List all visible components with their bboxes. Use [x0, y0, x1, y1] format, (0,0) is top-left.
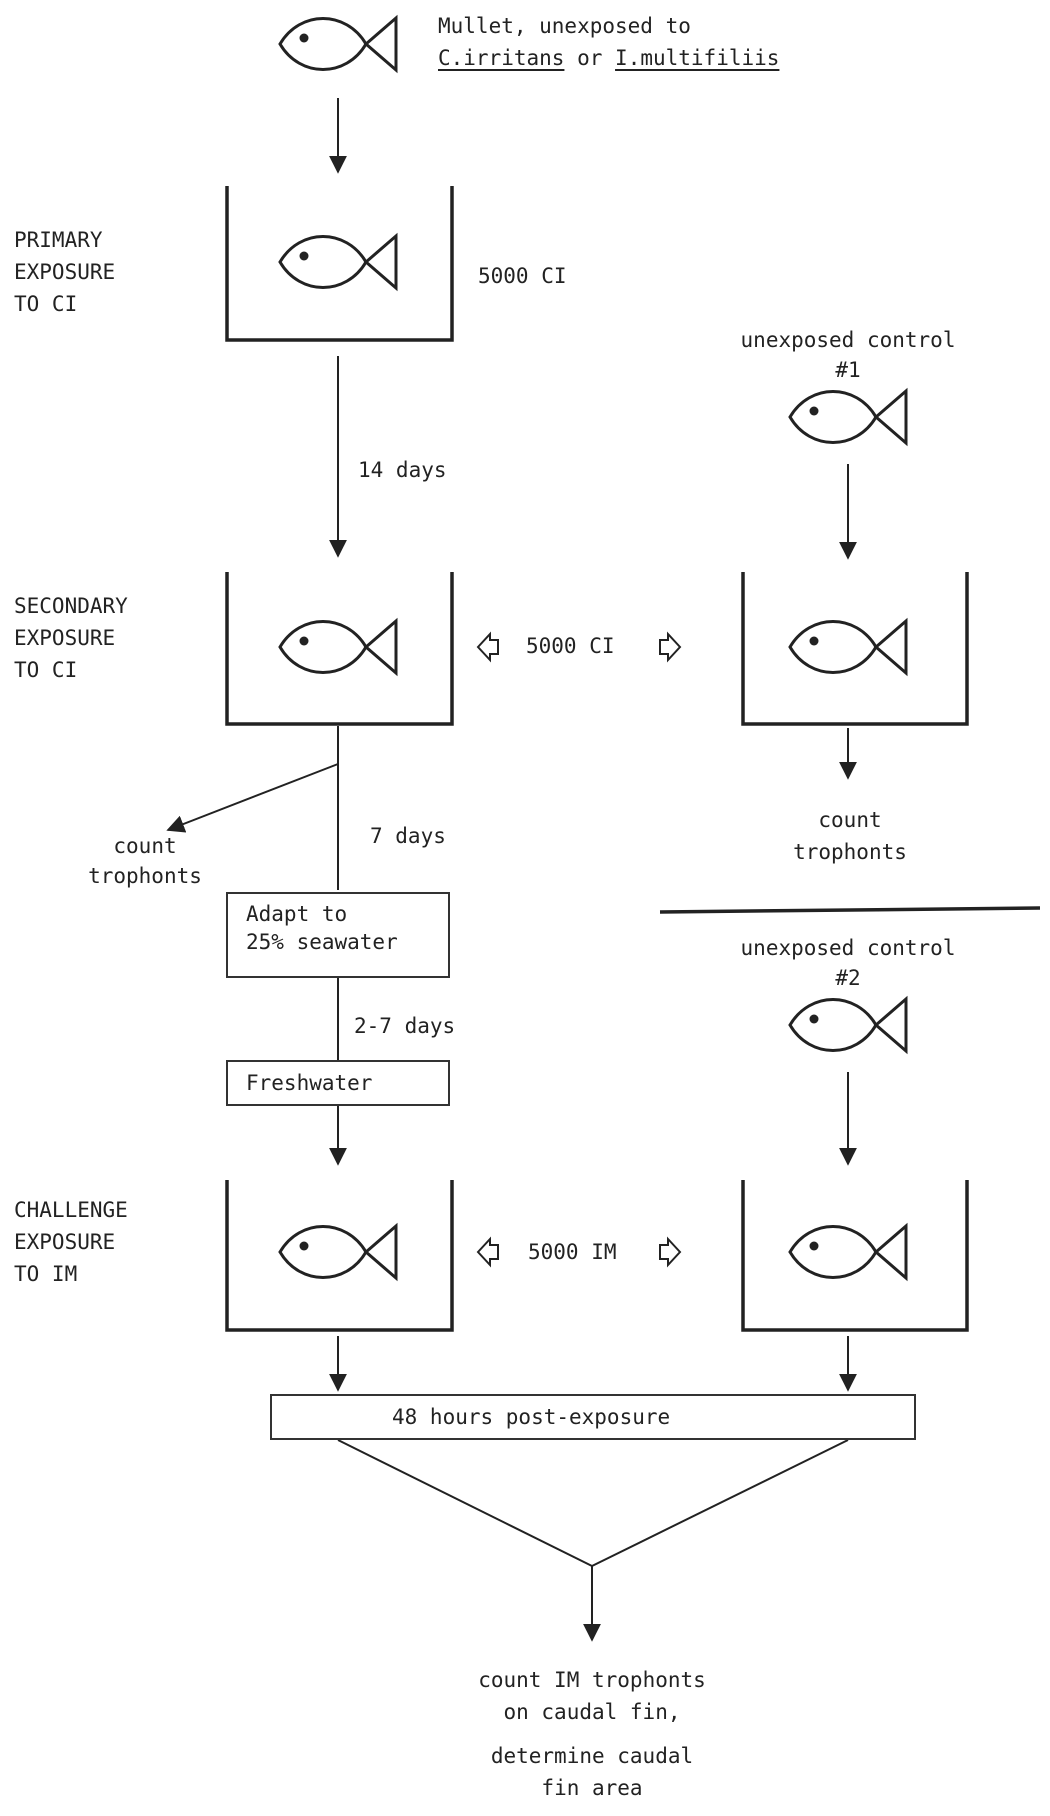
challenge-label-line3: TO IM	[14, 1262, 78, 1286]
mullet-fish-icon	[278, 16, 398, 72]
final-line3: determine caudal	[490, 1744, 694, 1768]
control2-fish-icon	[788, 997, 908, 1053]
primary-tank	[225, 186, 454, 342]
final-line4: fin area	[541, 1776, 643, 1800]
control1-fish-icon	[788, 389, 908, 445]
challenge-tank	[225, 1180, 454, 1332]
final-line1: count IM trophonts	[478, 1668, 706, 1692]
secondary-label-line2: EXPOSURE	[14, 626, 116, 650]
control2-tank-fish-icon	[788, 1224, 908, 1280]
post-exposure-box: 48 hours post-exposure	[270, 1394, 916, 1440]
secondary-tank	[225, 572, 454, 726]
secondary-tank-fish-icon	[278, 619, 398, 675]
species-im: I.multifiliis	[615, 46, 780, 70]
control1-number: #1	[835, 358, 861, 382]
left-count-line2: trophonts	[88, 864, 202, 888]
secondary-dose: 5000 CI	[526, 634, 615, 658]
control1-tank	[741, 572, 969, 726]
primary-label-line1: PRIMARY	[14, 228, 103, 252]
primary-label-line2: EXPOSURE	[14, 260, 116, 284]
primary-dose: 5000 CI	[478, 264, 567, 288]
final-line2: on caudal fin,	[503, 1700, 681, 1724]
right-im-arrow-icon	[659, 1236, 682, 1268]
species-ci: C.irritans	[438, 46, 565, 70]
right-count-line2: trophonts	[793, 840, 907, 864]
control1-title: unexposed control	[740, 328, 956, 352]
post-exposure-label: 48 hours post-exposure	[392, 1405, 671, 1429]
challenge-label-line1: CHALLENGE	[14, 1198, 128, 1222]
control2-tank	[741, 1180, 969, 1332]
freshwater-label: Freshwater	[246, 1071, 373, 1095]
intro-connector: or	[577, 46, 603, 70]
secondary-label-line3: TO CI	[14, 658, 78, 682]
left-count-line1: count	[113, 834, 177, 858]
intro-line2: C.irritans or I.multifiliis	[438, 44, 779, 72]
adapt-line2: 25% seawater	[246, 930, 398, 954]
control-separator	[659, 906, 1041, 914]
adapt-box: Adapt to 25% seawater	[226, 892, 450, 978]
secondary-label-line1: SECONDARY	[14, 594, 128, 618]
interval-2-7-days: 2-7 days	[354, 1014, 456, 1038]
control1-tank-fish-icon	[788, 619, 908, 675]
right-dose-arrow-icon	[659, 631, 682, 663]
left-dose-arrow-icon	[476, 631, 499, 663]
adapt-line1: Adapt to	[246, 902, 348, 926]
control2-number: #2	[835, 966, 861, 990]
right-count-line1: count	[818, 808, 882, 832]
challenge-dose: 5000 IM	[528, 1240, 617, 1264]
challenge-label-line2: EXPOSURE	[14, 1230, 116, 1254]
interval-14-days: 14 days	[358, 458, 447, 482]
primary-tank-fish-icon	[278, 234, 398, 290]
challenge-tank-fish-icon	[278, 1224, 398, 1280]
left-im-arrow-icon	[476, 1236, 499, 1268]
control2-title: unexposed control	[740, 936, 956, 960]
primary-label-line3: TO CI	[14, 292, 78, 316]
freshwater-box: Freshwater	[226, 1060, 450, 1106]
intro-line1: Mullet, unexposed to	[438, 14, 691, 38]
interval-7-days: 7 days	[370, 824, 446, 848]
